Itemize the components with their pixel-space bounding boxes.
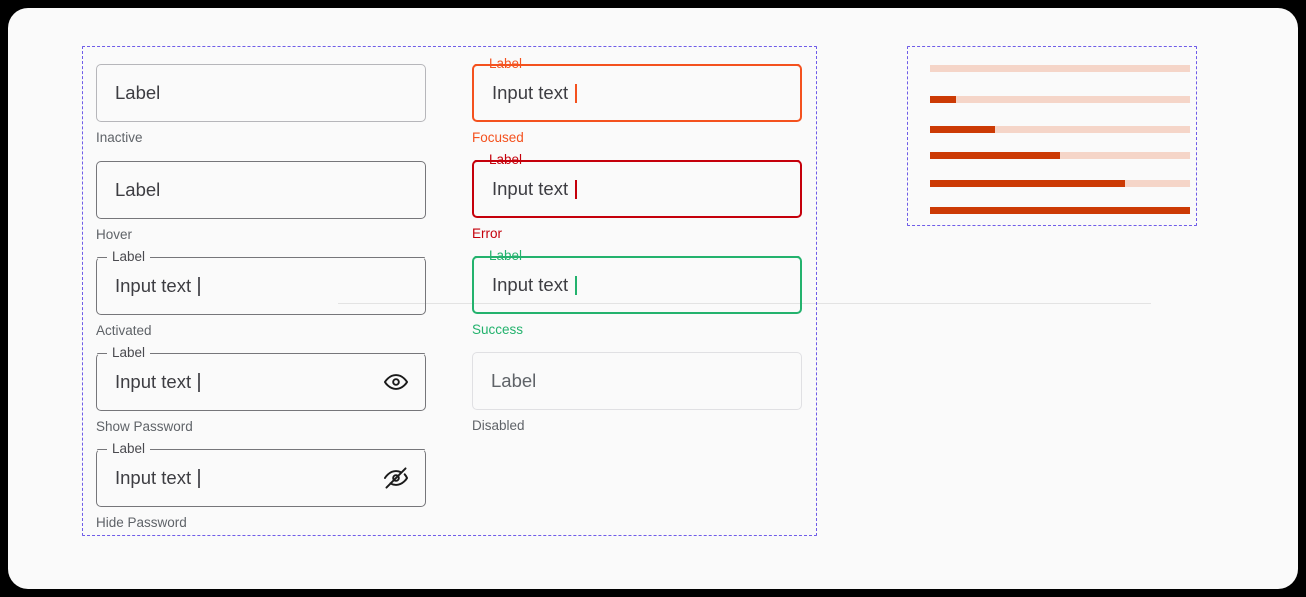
state-label-hover: Hover	[96, 227, 133, 242]
state-label-disabled: Disabled	[472, 418, 525, 433]
notch-tail	[527, 63, 800, 66]
progress-track	[930, 152, 1190, 159]
notched-outline-activated: Label	[97, 250, 425, 263]
progress-fill	[930, 180, 1125, 187]
state-label-error: Error	[472, 226, 502, 241]
progress-bar-50[interactable]	[930, 152, 1190, 159]
progress-bar-100[interactable]	[930, 207, 1190, 214]
text-caret	[575, 83, 577, 103]
text-field-group-outline[interactable]	[82, 46, 817, 536]
field-value-show-password: Input text	[115, 370, 192, 392]
field-value-activated: Input text	[115, 274, 192, 296]
notched-outline-success: Label	[474, 249, 800, 262]
text-caret	[575, 179, 577, 199]
text-caret	[575, 275, 577, 295]
notch-lead	[474, 63, 484, 66]
eye-off-icon[interactable]	[383, 465, 409, 491]
progress-fill	[930, 152, 1060, 159]
notch-lead	[97, 448, 107, 450]
text-input-disabled: Label	[472, 352, 802, 410]
notch-lead	[97, 256, 107, 258]
progress-track	[930, 65, 1190, 72]
progress-track	[930, 96, 1190, 103]
canvas-divider	[338, 303, 1151, 304]
notch-tail	[150, 352, 425, 354]
state-label-inactive: Inactive	[96, 130, 143, 145]
progress-bar-10[interactable]	[930, 96, 1190, 103]
field-value-error: Input text	[492, 177, 569, 199]
progress-fill	[930, 126, 995, 133]
progress-bar-25[interactable]	[930, 126, 1190, 133]
text-caret	[198, 468, 200, 488]
notched-outline-focused: Label	[474, 57, 800, 70]
notch-lead	[474, 159, 484, 162]
field-placeholder-inactive: Label	[115, 81, 161, 103]
notch-lead	[97, 352, 107, 354]
field-placeholder-disabled: Label	[491, 369, 537, 391]
progress-fill	[930, 207, 1190, 214]
eye-icon[interactable]	[383, 369, 409, 395]
progress-track	[930, 126, 1190, 133]
state-label-activated: Activated	[96, 323, 152, 338]
notch-tail	[527, 255, 800, 258]
notch-tail	[150, 448, 425, 450]
text-caret	[198, 372, 200, 392]
state-label-show-password: Show Password	[96, 419, 193, 434]
text-caret	[198, 276, 200, 296]
state-label-success: Success	[472, 322, 524, 337]
notched-outline-error: Label	[474, 153, 800, 166]
progress-bar-0[interactable]	[930, 65, 1190, 72]
notched-outline-hide-password: Label	[97, 442, 425, 455]
progress-group-outline[interactable]	[907, 46, 1197, 226]
text-input-inactive[interactable]: Label	[96, 64, 426, 122]
notched-outline-show-password: Label	[97, 346, 425, 359]
field-value-focused: Input text	[492, 81, 569, 103]
field-value-hide-password: Input text	[115, 466, 192, 488]
state-label-focused: Focused	[472, 130, 524, 145]
progress-fill	[930, 96, 956, 103]
field-placeholder-hover: Label	[115, 178, 161, 200]
text-input-hover[interactable]: Label	[96, 161, 426, 219]
progress-bar-75[interactable]	[930, 180, 1190, 187]
notch-tail	[150, 256, 425, 258]
notch-lead	[474, 255, 484, 258]
state-label-hide-password: Hide Password	[96, 515, 187, 530]
notch-tail	[527, 159, 800, 162]
field-value-success: Input text	[492, 273, 569, 295]
